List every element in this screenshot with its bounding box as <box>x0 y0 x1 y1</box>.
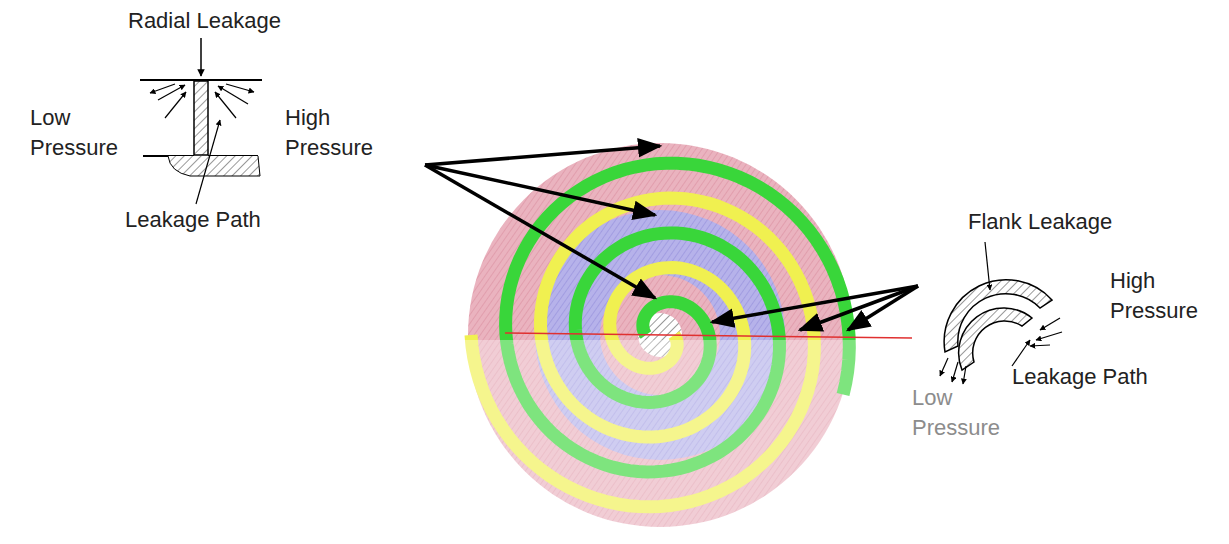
part-label: Radial Leakage <box>128 6 328 36</box>
center-line <box>505 333 912 338</box>
pressure-label: High Pressure <box>285 103 397 163</box>
callout-arrows <box>425 146 918 330</box>
part-label: Leakage Path <box>125 205 315 235</box>
part-label: Flank Leakage <box>968 207 1168 237</box>
flank-leakage-inset <box>940 242 1062 384</box>
pressure-label: High Pressure <box>1110 266 1222 326</box>
radial-leakage-inset <box>140 38 262 204</box>
pressure-label: Low Pressure <box>912 383 1022 443</box>
pressure-label: Low Pressure <box>30 103 130 163</box>
part-label: Leakage Path <box>1012 362 1202 392</box>
fade <box>450 340 880 544</box>
